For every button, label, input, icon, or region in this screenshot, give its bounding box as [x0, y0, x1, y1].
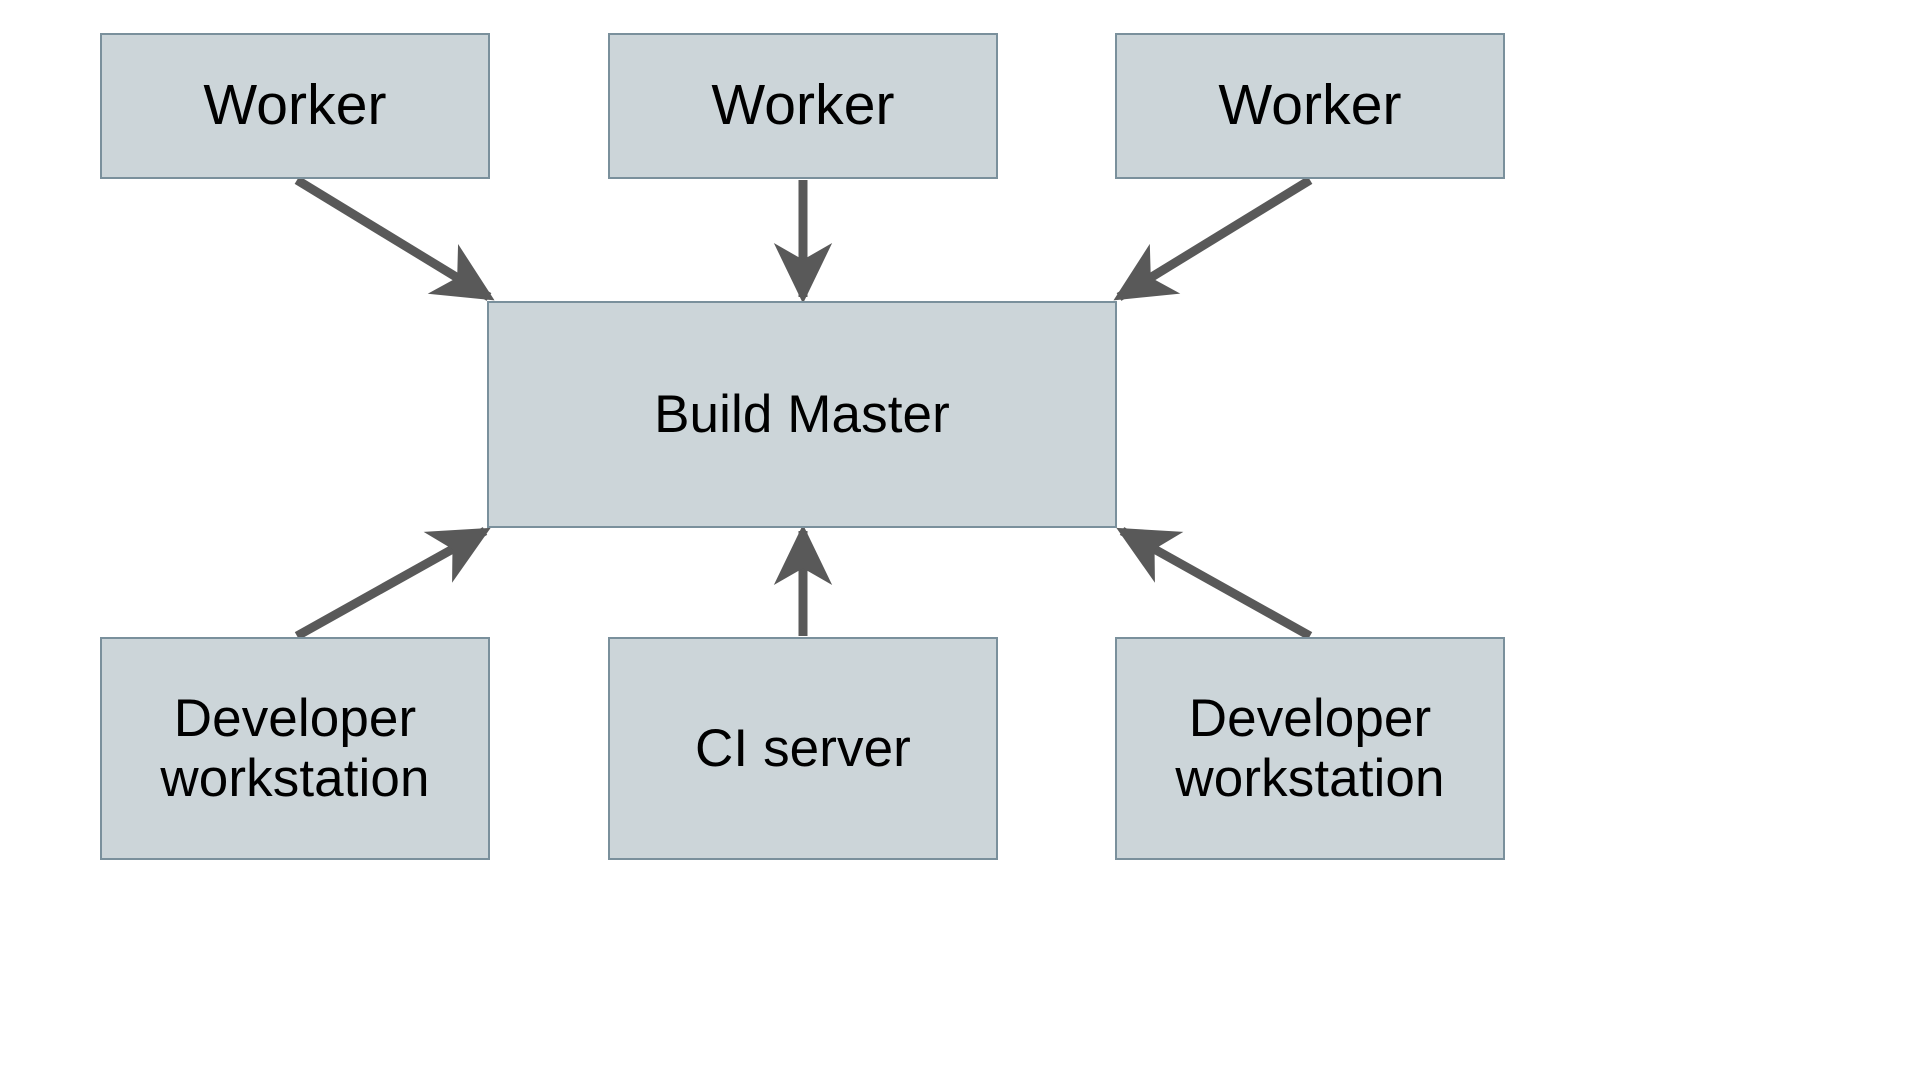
node-ci-server[interactable]: CI server: [608, 637, 998, 860]
node-ci-server-label: CI server: [695, 718, 911, 778]
node-worker-left[interactable]: Worker: [100, 33, 490, 179]
node-build-master-label: Build Master: [654, 384, 950, 444]
edge-worker-right-to-build-master: [1113, 176, 1313, 301]
node-developer-workstation-left-label: Developer workstation: [160, 689, 430, 808]
node-build-master[interactable]: Build Master: [487, 301, 1117, 528]
edge-worker-left-to-build-master: [294, 176, 495, 301]
node-worker-right-label: Worker: [1218, 73, 1402, 138]
node-worker-left-label: Worker: [203, 73, 387, 138]
node-worker-center-label: Worker: [711, 73, 895, 138]
node-developer-workstation-right-label: Developer workstation: [1175, 689, 1445, 808]
node-worker-center[interactable]: Worker: [608, 33, 998, 179]
node-worker-right[interactable]: Worker: [1115, 33, 1505, 179]
node-developer-workstation-right[interactable]: Developer workstation: [1115, 637, 1505, 860]
node-developer-workstation-left[interactable]: Developer workstation: [100, 637, 490, 860]
edge-developer-workstation-left-to-build-master: [294, 527, 491, 640]
edge-developer-workstation-right-to-build-master: [1116, 527, 1313, 640]
